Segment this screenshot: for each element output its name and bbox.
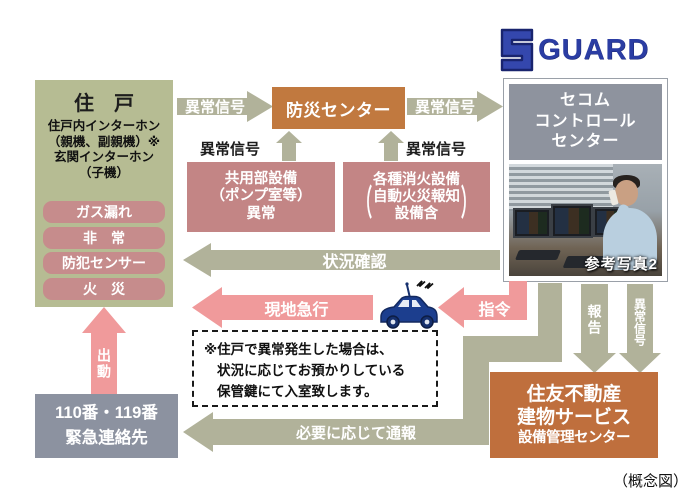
label-abnormal-signal-common: 異常信号 bbox=[200, 141, 261, 158]
path-segment-vertical bbox=[463, 336, 489, 431]
sumitomo-line: 住友不動産 bbox=[526, 383, 622, 405]
note-line: ※住戸で異常発生した場合は、 bbox=[204, 342, 393, 357]
arrow-label: 異常信号 bbox=[184, 99, 245, 116]
arrow-abnormal-signal-residence: 異常信号 bbox=[177, 91, 273, 122]
fire-equipment-detail: （ 自動火災報知 設備含 ） bbox=[356, 184, 477, 224]
residence-devices: 住戸内インターホン （親機、副親機）※ 玄関インターホン （子機） bbox=[35, 119, 173, 181]
arrow-label: 異常信号 bbox=[632, 297, 647, 346]
arrow-label: 報告 bbox=[586, 303, 603, 336]
keyboard bbox=[514, 250, 562, 260]
residence-title: 住 戸 bbox=[74, 93, 134, 115]
arrow-abnormal-signal-to-secom: 異常信号 bbox=[407, 91, 503, 122]
arrow-status-check: 状況確認 bbox=[183, 243, 500, 277]
emergency-contact-line: 110番・119番 bbox=[55, 404, 158, 422]
common-equipment-line: 異常 bbox=[246, 205, 276, 222]
fire-equipment-box: 各種消火設備 （ 自動火災報知 設備含 ） bbox=[343, 162, 490, 232]
disaster-center-label: 防災センター bbox=[286, 100, 391, 120]
secom-control-center-panel: セコム コントロール センター 参考写真2 bbox=[503, 78, 668, 282]
operator-head bbox=[615, 180, 638, 206]
label-abnormal-signal-fire: 異常信号 bbox=[406, 141, 467, 158]
arrow-label: 指令 bbox=[478, 301, 511, 319]
arrow-up-fire-equipment bbox=[378, 131, 404, 161]
figure-caption: （概念図） bbox=[612, 473, 688, 490]
monitor bbox=[513, 208, 551, 238]
command-arrow-connector bbox=[509, 281, 527, 296]
secom-title-line: コントロール bbox=[534, 112, 637, 130]
big-paren-close: ） bbox=[461, 184, 477, 224]
logo-guard-text: GUARD bbox=[538, 33, 650, 66]
arrow-label: 異常信号 bbox=[414, 99, 475, 116]
residence-device-line: （子機） bbox=[78, 165, 129, 180]
common-equipment-box: 共用部設備 （ポンプ室等） 異常 bbox=[187, 162, 335, 232]
sumitomo-building-service-box: 住友不動産 建物サービス 設備管理センター bbox=[490, 372, 658, 458]
common-equipment-line: 共用部設備 bbox=[224, 170, 298, 187]
emergency-contact-line: 緊急連絡先 bbox=[65, 429, 148, 447]
common-equipment-line: （ポンプ室等） bbox=[210, 188, 312, 205]
secom-control-center-box: セコム コントロール センター bbox=[509, 84, 662, 160]
arrow-up-common-equipment bbox=[276, 131, 302, 161]
control-room-photo: 参考写真2 bbox=[509, 164, 662, 276]
s-guard-logo: GUARD bbox=[500, 28, 649, 72]
window-blinds bbox=[509, 164, 614, 212]
monitor bbox=[551, 204, 593, 238]
fire-equipment-line: 自動火災報知 bbox=[373, 189, 460, 206]
fire-equipment-title: 各種消火設備 bbox=[373, 171, 460, 188]
photo-caption: 参考写真2 bbox=[584, 256, 658, 273]
fire-equipment-line: 設備含 bbox=[394, 205, 439, 222]
alarm-chip-list: ガス漏れ 非 常 防犯センサー 火 災 bbox=[43, 201, 165, 300]
alarm-chip-fire: 火 災 bbox=[43, 277, 165, 300]
arrow-label: 必要に応じて通報 bbox=[295, 424, 416, 442]
sumitomo-line: 設備管理センター bbox=[518, 429, 631, 446]
patrol-car-icon bbox=[380, 280, 438, 329]
logo-s-mark-icon bbox=[500, 28, 534, 72]
alarm-chip-security-sensor: 防犯センサー bbox=[43, 252, 165, 274]
emergency-contact-box: 110番・119番 緊急連絡先 bbox=[35, 394, 178, 458]
residence-box: 住 戸 住戸内インターホン （親機、副親機）※ 玄関インターホン （子機） ガス… bbox=[35, 80, 173, 307]
arrow-abnormal-signal-down: 異常信号 bbox=[619, 284, 661, 373]
arrow-label: 出動 bbox=[96, 348, 112, 380]
residence-device-line: 住戸内インターホン bbox=[47, 119, 161, 133]
arrow-rush-to-site: 現地急行 bbox=[192, 287, 373, 328]
arrow-label: 現地急行 bbox=[264, 301, 329, 319]
note-line: 状況に応じてお預かりしている bbox=[217, 363, 406, 378]
key-entry-note-box: ※住戸で異常発生した場合は、 状況に応じてお預かりしている 保管鍵にて入室致しま… bbox=[192, 330, 438, 407]
arrow-notify-as-needed: 必要に応じて通報 bbox=[183, 412, 489, 452]
residence-device-line: （親機、副親機）※ bbox=[47, 134, 161, 149]
arrow-label: 状況確認 bbox=[322, 254, 387, 271]
secom-title-line: センター bbox=[551, 133, 620, 151]
note-line: 保管鍵にて入室致します。 bbox=[217, 384, 378, 399]
disaster-prevention-center-box: 防災センター bbox=[272, 87, 405, 129]
secom-title-line: セコム bbox=[559, 92, 611, 110]
alarm-chip-emergency: 非 常 bbox=[43, 226, 165, 249]
arrow-dispatch: 出動 bbox=[82, 307, 126, 395]
sumitomo-line: 建物サービス bbox=[516, 406, 631, 428]
residence-device-line: 玄関インターホン bbox=[53, 150, 154, 164]
arrow-report: 報告 bbox=[573, 284, 616, 373]
alarm-chip-gas: ガス漏れ bbox=[43, 201, 165, 223]
operator-person bbox=[603, 208, 657, 270]
big-paren-open: （ bbox=[356, 184, 372, 224]
